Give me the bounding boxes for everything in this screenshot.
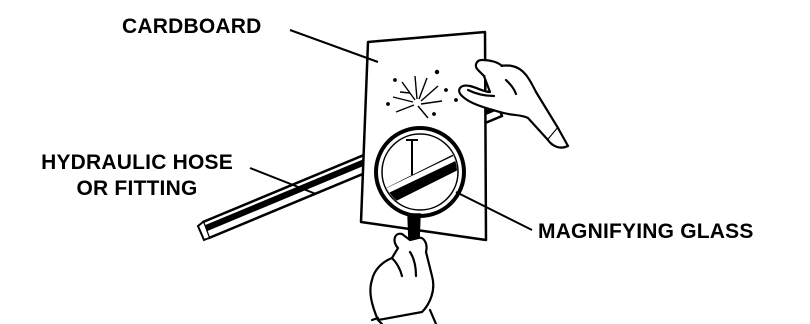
magnifying-glass xyxy=(374,126,466,269)
hand-holding-magnifier xyxy=(369,232,438,324)
leader-lines xyxy=(249,29,533,231)
hydraulic-hose-label-line2: OR FITTING xyxy=(76,177,198,200)
leader-hose xyxy=(249,167,317,195)
hand-holding-cardboard xyxy=(458,58,570,149)
leak-spray-marks xyxy=(386,69,458,119)
hydraulic-hose-label: HYDRAULIC HOSE OR FITTING xyxy=(2,150,272,202)
cardboard-label: CARDBOARD xyxy=(122,15,262,38)
leader-cardboard xyxy=(289,29,379,63)
magnifying-glass-label: MAGNIFYING GLASS xyxy=(538,220,754,243)
leader-magnifier xyxy=(455,191,533,231)
hydraulic-hose-label-line1: HYDRAULIC HOSE xyxy=(41,151,233,174)
